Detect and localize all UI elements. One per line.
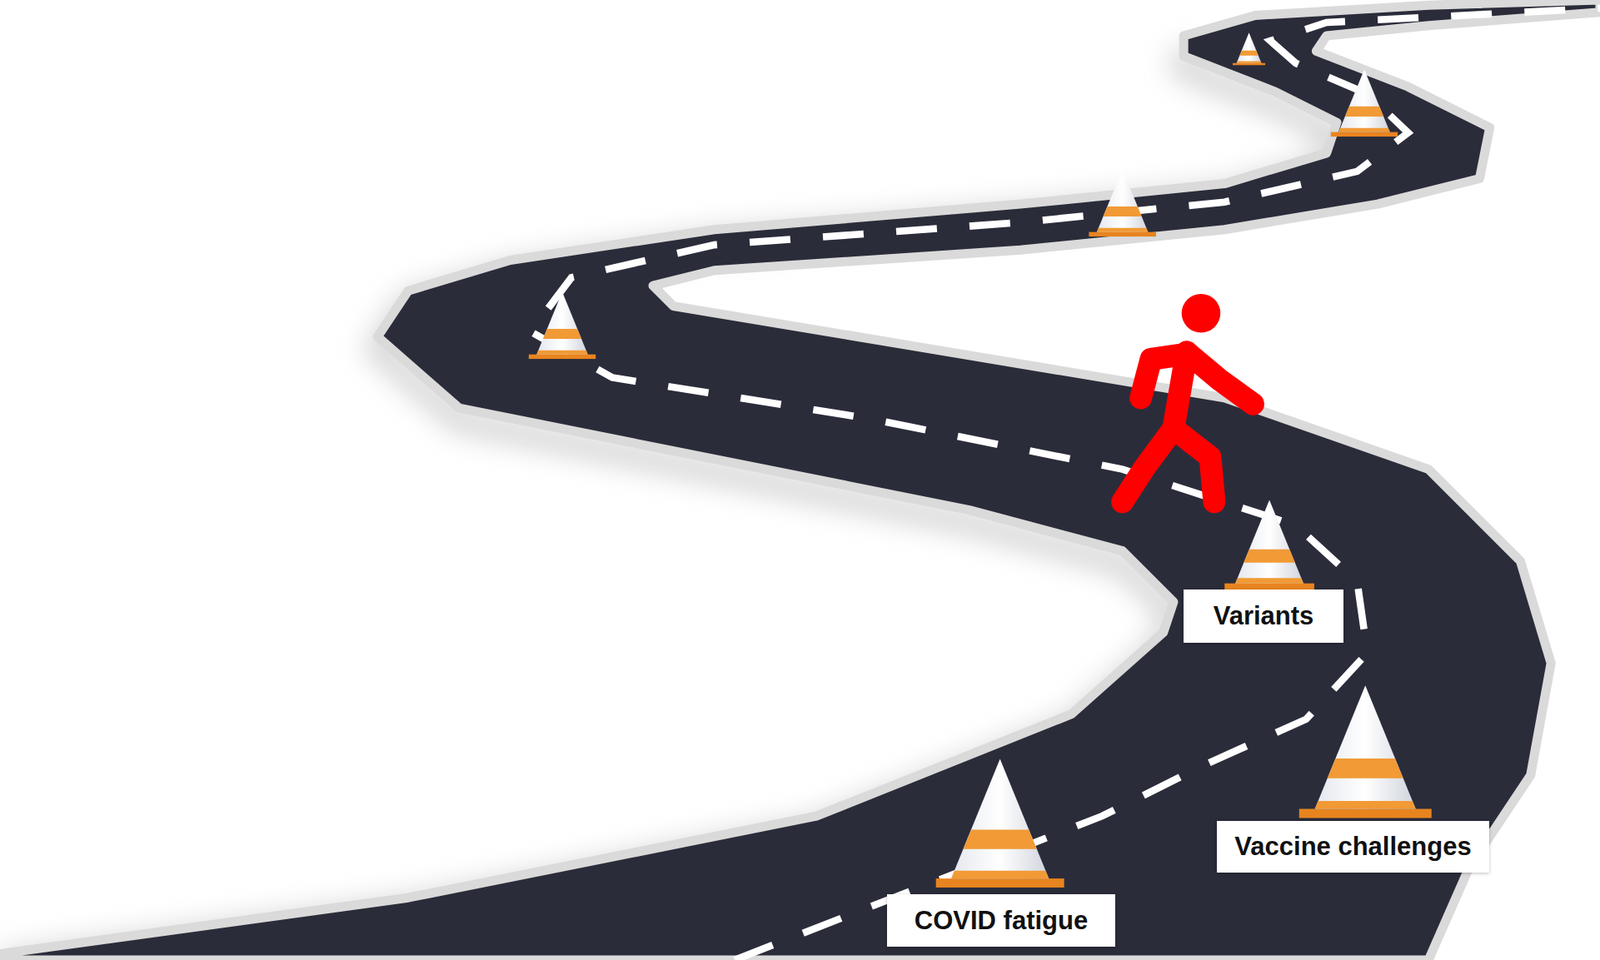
lane-dashes	[530, 8, 1600, 960]
traffic-cones	[528, 32, 1432, 888]
label-text: Vaccine challenges	[1234, 832, 1471, 863]
label-box: Vaccine challenges	[1216, 821, 1490, 873]
label-box: Variants	[1183, 589, 1344, 643]
walking-person	[1122, 294, 1254, 503]
label-text: Variants	[1213, 601, 1315, 632]
label-box: COVID fatigue	[887, 894, 1116, 948]
label-text: COVID fatigue	[914, 906, 1088, 937]
